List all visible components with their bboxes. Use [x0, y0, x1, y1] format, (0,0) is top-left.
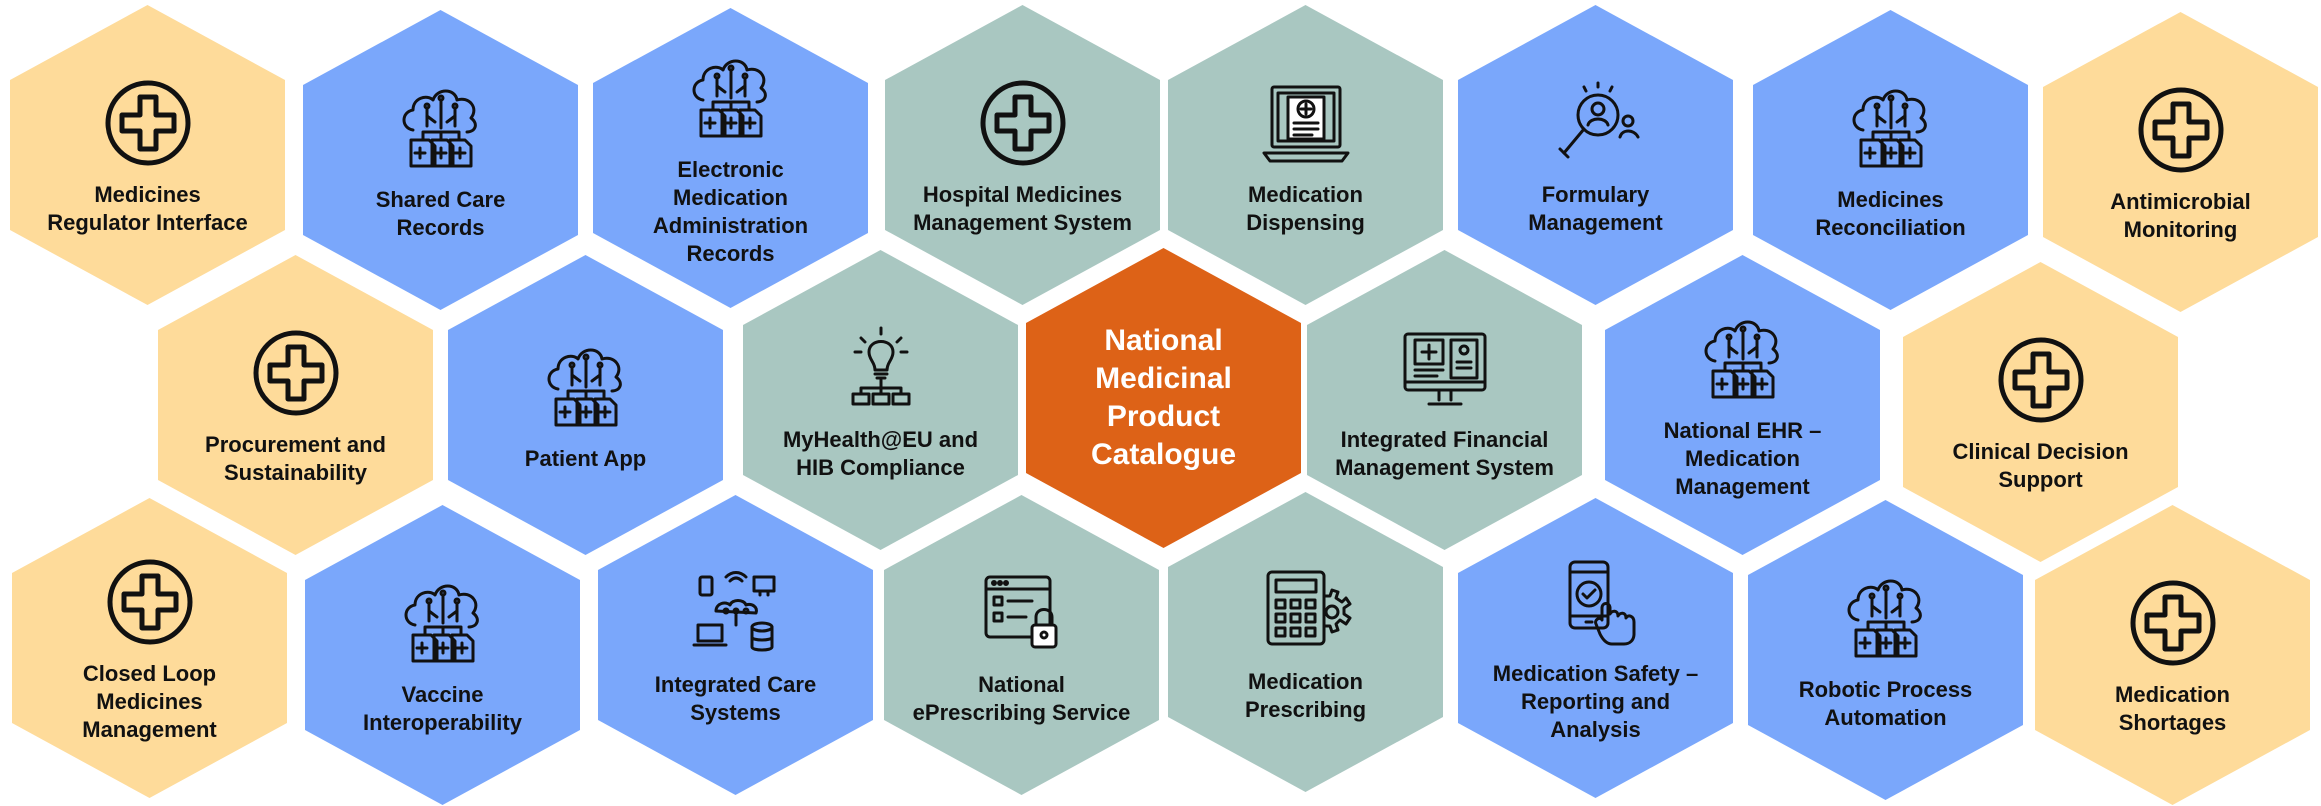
phone-touch-icon: [1546, 552, 1646, 652]
search-people-icon: [1546, 73, 1646, 173]
hex-label: Patient App: [524, 446, 647, 471]
cloud-network-icon: [391, 78, 491, 178]
laptop-medical-icon: [1256, 73, 1356, 173]
hex-label: Integrated Financial Management System: [1335, 427, 1554, 480]
hex-national-eprescribing-service: National ePrescribing Service: [884, 495, 1159, 795]
hex-label: Integrated Care Systems: [654, 672, 817, 725]
hex-label: Procurement and Sustainability: [205, 432, 386, 485]
cloud-network-icon: [1693, 309, 1793, 409]
hex-label: Vaccine Interoperability: [363, 682, 522, 735]
hex-medicines-regulator-interface: Medicines Regulator Interface: [10, 5, 285, 305]
hex-label: MyHealth@EU and HIB Compliance: [782, 427, 979, 480]
cloud-network-icon: [1836, 568, 1936, 668]
secure-browser-icon: [972, 563, 1072, 663]
hex-medication-safety-reporting-analysis: Medication Safety – Reporting and Analys…: [1458, 498, 1733, 798]
cloud-network-icon: [536, 337, 636, 437]
hex-label: Shared Care Records: [375, 187, 506, 240]
hex-label: Closed Loop Medicines Management: [82, 661, 217, 742]
lightbulb-network-icon: [831, 318, 931, 418]
cloud-network-icon: [681, 48, 781, 148]
hex-patient-app: Patient App: [448, 255, 723, 555]
center-title: National Medicinal Product Catalogue: [1090, 324, 1237, 471]
calculator-gear-icon: [1256, 560, 1356, 660]
hex-medication-dispensing: Medication Dispensing: [1168, 5, 1443, 305]
cloud-network-icon: [393, 573, 493, 673]
medical-cross-icon: [973, 73, 1073, 173]
hex-label: Hospital Medicines Management System: [913, 182, 1132, 235]
hex-label: Electronic Medication Administration Rec…: [652, 157, 809, 266]
hex-label: Medication Safety – Reporting and Analys…: [1492, 661, 1699, 742]
hex-electronic-medication-administration-records: Electronic Medication Administration Rec…: [593, 8, 868, 308]
hex-robotic-process-automation: Robotic Process Automation: [1748, 500, 2023, 800]
hex-antimicrobial-monitoring: Antimicrobial Monitoring: [2043, 12, 2318, 312]
hex-closed-loop-medicines-management: Closed Loop Medicines Management: [12, 498, 287, 798]
hex-integrated-financial-management-system: Integrated Financial Management System: [1307, 250, 1582, 550]
hex-label: National EHR – Medication Management: [1663, 418, 1822, 499]
hex-national-ehr-medication-management: National EHR – Medication Management: [1605, 255, 1880, 555]
medical-cross-icon: [2131, 80, 2231, 180]
hex-procurement-and-sustainability: Procurement and Sustainability: [158, 255, 433, 555]
hex-myhealth-eu-hib-compliance: MyHealth@EU and HIB Compliance: [743, 250, 1018, 550]
hex-formulary-management: Formulary Management: [1458, 5, 1733, 305]
hex-label: Medication Prescribing: [1244, 669, 1367, 722]
hex-label: Medicines Reconciliation: [1815, 187, 1966, 240]
hex-label: Medicines Regulator Interface: [47, 182, 248, 235]
hex-medication-shortages: Medication Shortages: [2035, 505, 2310, 805]
hex-medication-prescribing: Medication Prescribing: [1168, 492, 1443, 792]
hex-hospital-medicines-management-system: Hospital Medicines Management System: [885, 5, 1160, 305]
hex-label: Antimicrobial Monitoring: [2110, 189, 2251, 242]
medical-cross-icon: [1991, 330, 2091, 430]
hex-medicines-reconciliation: Medicines Reconciliation: [1753, 10, 2028, 310]
hex-label: National ePrescribing Service: [912, 672, 1131, 725]
monitor-medical-icon: [1395, 318, 1495, 418]
medical-cross-icon: [100, 552, 200, 652]
hex-label: Medication Shortages: [2115, 682, 2230, 735]
hex-label: Medication Dispensing: [1246, 182, 1365, 235]
hex-shared-care-records: Shared Care Records: [303, 10, 578, 310]
hex-clinical-decision-support: Clinical Decision Support: [1903, 262, 2178, 562]
medical-cross-icon: [2123, 573, 2223, 673]
device-network-icon: [686, 563, 786, 663]
hex-national-medicinal-product-catalogue: National Medicinal Product Catalogue: [1026, 248, 1301, 548]
medical-cross-icon: [246, 323, 346, 423]
hex-label: Robotic Process Automation: [1798, 677, 1973, 730]
cloud-network-icon: [1841, 78, 1941, 178]
hex-integrated-care-systems: Integrated Care Systems: [598, 495, 873, 795]
hex-vaccine-interoperability: Vaccine Interoperability: [305, 505, 580, 805]
hex-label: Formulary Management: [1528, 182, 1663, 235]
medical-cross-icon: [98, 73, 198, 173]
hex-label: Clinical Decision Support: [1952, 439, 2129, 492]
